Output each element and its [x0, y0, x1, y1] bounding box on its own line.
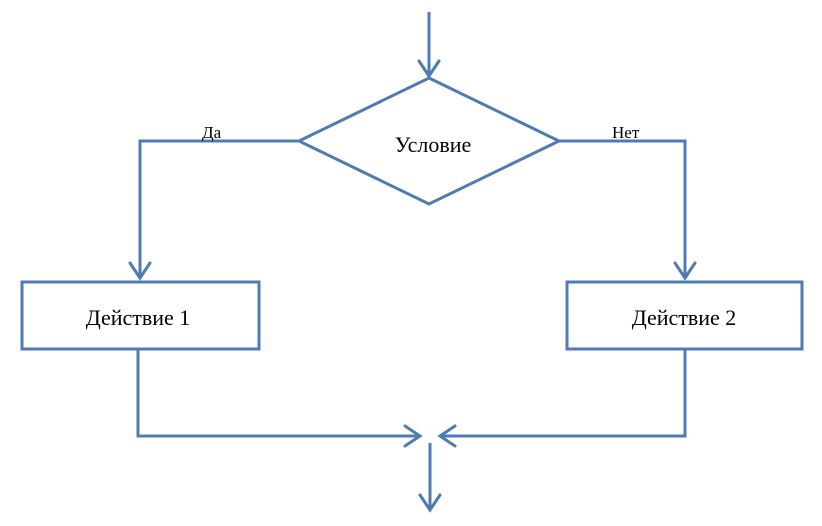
condition-diamond — [295, 76, 563, 206]
merge-left-arrowhead — [403, 424, 423, 448]
action-1-box — [20, 280, 261, 351]
no-branch-arrowhead — [673, 261, 697, 281]
merge-right-arrowhead — [437, 424, 457, 448]
no-branch-line — [559, 139, 687, 278]
no-label: Нет — [612, 123, 640, 142]
action-2-box — [565, 280, 804, 351]
entry-arrowhead — [417, 59, 441, 79]
yes-branch-line — [138, 139, 299, 278]
exit-arrowhead — [418, 493, 442, 513]
merge-left-line — [136, 349, 420, 438]
merge-right-line — [440, 349, 687, 438]
action-1-label: Действие 1 — [86, 305, 191, 330]
yes-branch-arrowhead — [128, 261, 152, 281]
yes-label: Да — [202, 123, 222, 142]
action-2-label: Действие 2 — [632, 305, 737, 330]
condition-label: Условие — [395, 132, 472, 157]
